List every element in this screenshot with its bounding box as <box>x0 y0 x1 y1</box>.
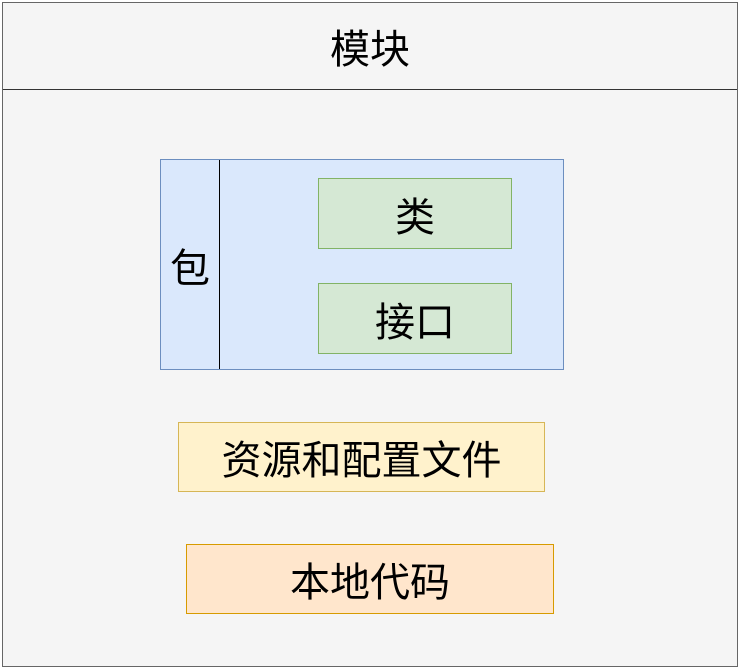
module-title: 模块 <box>3 3 737 90</box>
native-code-box: 本地代码 <box>186 544 554 614</box>
interface-box: 接口 <box>318 283 512 354</box>
package-container: 包 类 接口 <box>160 159 564 370</box>
resources-config-box: 资源和配置文件 <box>178 422 545 492</box>
class-box: 类 <box>318 178 512 249</box>
package-label: 包 <box>161 160 220 369</box>
